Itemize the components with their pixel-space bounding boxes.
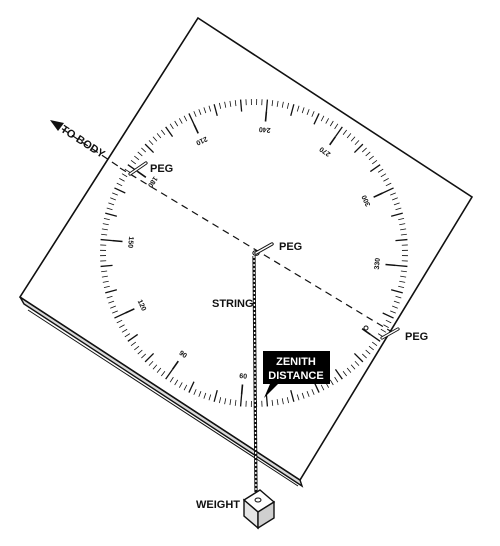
plumb-string	[254, 256, 256, 492]
peg-center-label: PEG	[279, 241, 302, 253]
zenith-label-line1: ZENITH	[276, 356, 316, 368]
angle-label-150: 150	[126, 236, 134, 248]
plumb-weight	[244, 490, 274, 528]
peg-right-label: PEG	[405, 331, 428, 343]
weight-label: WEIGHT	[196, 499, 240, 511]
board	[20, 18, 472, 486]
dial-major-tick	[266, 112, 267, 122]
peg-top-label: PEG	[150, 163, 173, 175]
dial-major-tick	[113, 241, 123, 242]
string-label: STRING	[212, 298, 254, 310]
angle-label-60: 60	[239, 373, 247, 381]
board-face	[20, 18, 472, 480]
to-body-label: TO BODY	[58, 123, 107, 161]
angle-label-240: 240	[259, 125, 271, 133]
dial-major-tick	[386, 265, 396, 266]
dial-major-tick	[242, 385, 243, 395]
zenith-label-line2: DISTANCE	[268, 370, 323, 382]
angle-label-330: 330	[374, 258, 382, 270]
